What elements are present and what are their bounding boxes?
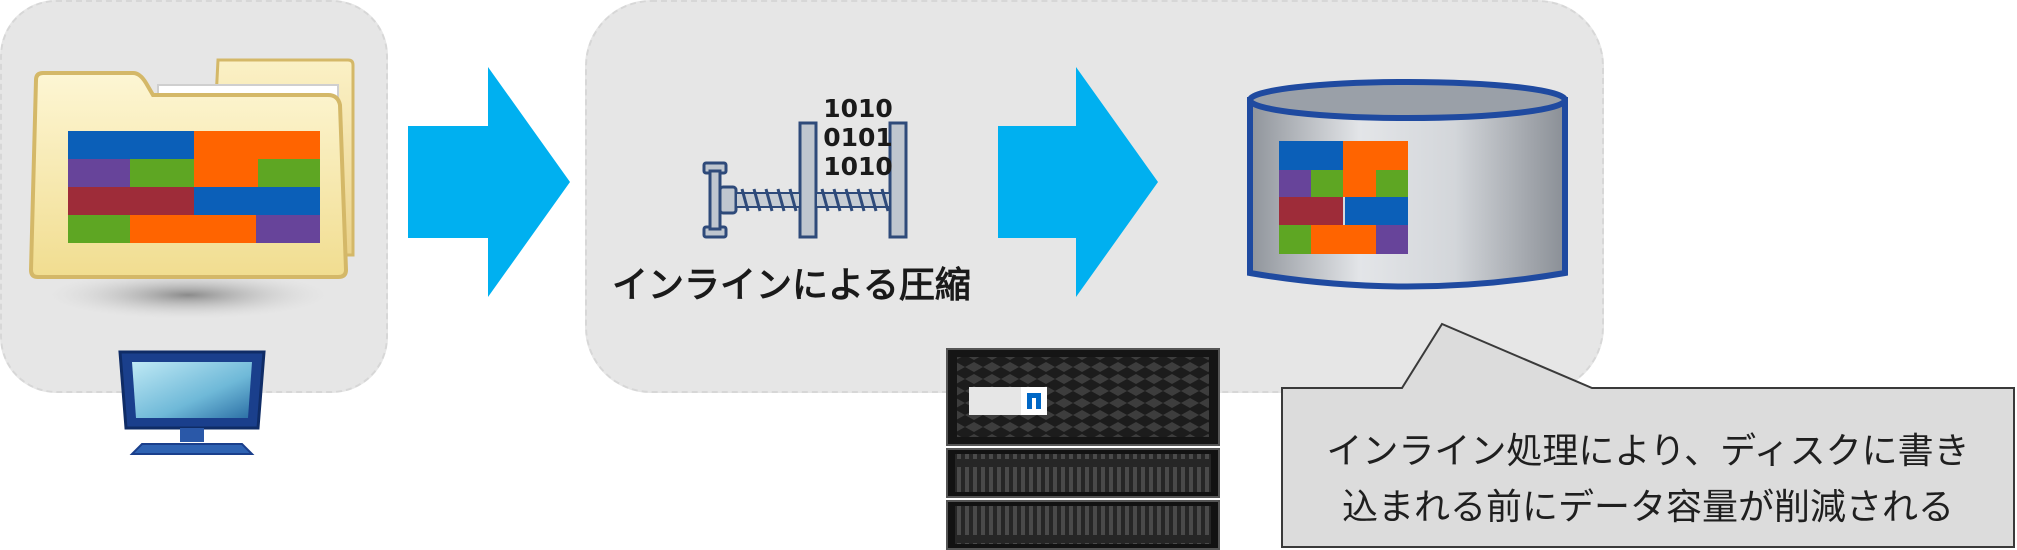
block — [1279, 225, 1311, 254]
right-arrow-icon — [408, 67, 570, 297]
block — [1343, 170, 1376, 197]
block — [1311, 170, 1343, 197]
block — [256, 215, 320, 243]
block — [1376, 170, 1408, 197]
block — [130, 215, 256, 243]
block — [1279, 141, 1343, 170]
binary-line: 1010 — [823, 94, 893, 123]
monitor-icon — [118, 350, 266, 455]
callout-text: インライン処理により、ディスクに書き 込まれる前にデータ容量が削減される — [1282, 410, 2014, 550]
callout-line: インライン処理により、ディスクに書き — [1326, 431, 1970, 472]
block — [1343, 141, 1408, 170]
callout-line: 込まれる前にデータ容量が削減される — [1341, 487, 1954, 528]
binary-line: 0101 — [823, 123, 893, 152]
binary-line: 1010 — [823, 152, 893, 181]
block — [130, 159, 194, 187]
compression-label: インラインによる圧縮 — [612, 265, 971, 306]
block — [194, 187, 320, 215]
block — [68, 159, 130, 187]
block — [1345, 197, 1408, 225]
disk-data-blocks — [1279, 141, 1408, 254]
vise-compressor-icon — [702, 121, 908, 239]
storage-array-icon — [946, 348, 1220, 550]
block — [194, 131, 320, 159]
block — [258, 159, 320, 187]
binary-digits: 1010 0101 1010 — [823, 94, 893, 181]
block — [1311, 225, 1376, 254]
block — [68, 215, 130, 243]
block — [194, 159, 258, 187]
block — [68, 187, 194, 215]
right-arrow-icon — [998, 67, 1158, 297]
block — [68, 131, 194, 159]
block — [1279, 170, 1311, 197]
folder-data-blocks — [68, 131, 320, 243]
block — [1279, 197, 1343, 225]
block — [1376, 225, 1408, 254]
callout-box — [1281, 322, 2015, 548]
